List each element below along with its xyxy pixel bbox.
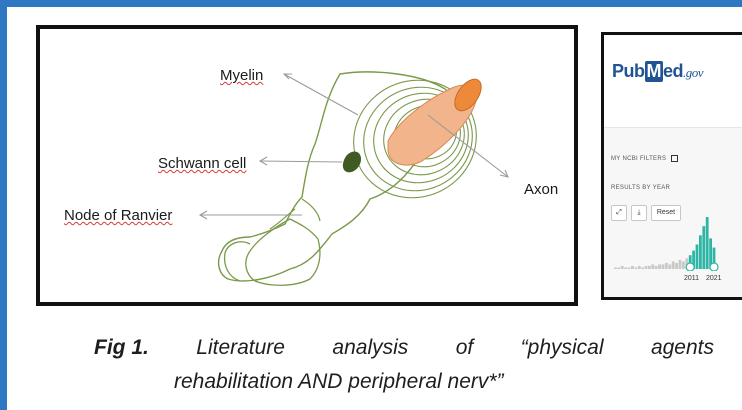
- year-bar: [665, 263, 668, 269]
- year-bar: [628, 267, 631, 269]
- year-bar: [672, 261, 675, 269]
- nerve-diagram-panel: Myelin Schwann cell Axon Node of Ranvier: [36, 25, 578, 306]
- year-bar: [631, 266, 634, 269]
- year-bar: [682, 261, 685, 269]
- label-axon: Axon: [524, 181, 558, 198]
- range-handle[interactable]: [710, 263, 718, 271]
- caption-word: Literature: [196, 331, 285, 365]
- year-bar: [702, 226, 705, 269]
- year-start-label: 2011: [684, 275, 699, 282]
- year-bar: [658, 264, 661, 269]
- caption-line-2: rehabilitation AND peripheral nerv*”: [94, 365, 714, 399]
- year-end-label: 2021: [706, 275, 722, 282]
- year-bar: [634, 267, 637, 269]
- my-ncbi-filters-label[interactable]: MY NCBI FILTERS: [611, 155, 678, 162]
- nerve-outline: [219, 72, 453, 281]
- caption-word: analysis: [332, 331, 408, 365]
- results-by-year-chart[interactable]: [604, 211, 742, 271]
- caption-word: of: [456, 331, 474, 365]
- year-bar: [706, 217, 709, 269]
- year-bar: [648, 266, 651, 269]
- nerve-diagram: [40, 29, 574, 302]
- label-node-of-ranvier: Node of Ranvier: [64, 207, 172, 224]
- label-myelin: Myelin: [220, 67, 263, 84]
- caption-word: agents: [651, 331, 714, 365]
- external-link-icon[interactable]: [671, 155, 678, 162]
- year-bar: [621, 266, 624, 269]
- caption-word: “physical: [521, 331, 604, 365]
- year-bar: [645, 266, 648, 269]
- node-segment-3: [302, 199, 320, 221]
- year-bar: [651, 264, 654, 269]
- year-bar: [675, 263, 678, 269]
- year-bar: [668, 264, 671, 269]
- node-segment: [246, 219, 320, 285]
- schwann-nucleus: [343, 152, 361, 173]
- year-bar: [614, 267, 617, 269]
- year-bar: [624, 267, 627, 269]
- year-bar: [641, 267, 644, 269]
- caption-fig-number: Fig 1.: [94, 331, 149, 365]
- figure-caption: Fig 1. Literature analysis of “physical …: [94, 331, 714, 399]
- year-bar: [655, 266, 658, 269]
- year-bar: [662, 264, 665, 269]
- year-bar: [699, 235, 702, 269]
- year-bar: [638, 266, 641, 269]
- year-bar: [679, 260, 682, 269]
- results-by-year-label: RESULTS BY YEAR: [611, 185, 670, 191]
- year-bar: [696, 245, 699, 269]
- label-schwann-cell: Schwann cell: [158, 155, 246, 172]
- range-handle[interactable]: [686, 263, 694, 271]
- year-bar: [617, 267, 620, 269]
